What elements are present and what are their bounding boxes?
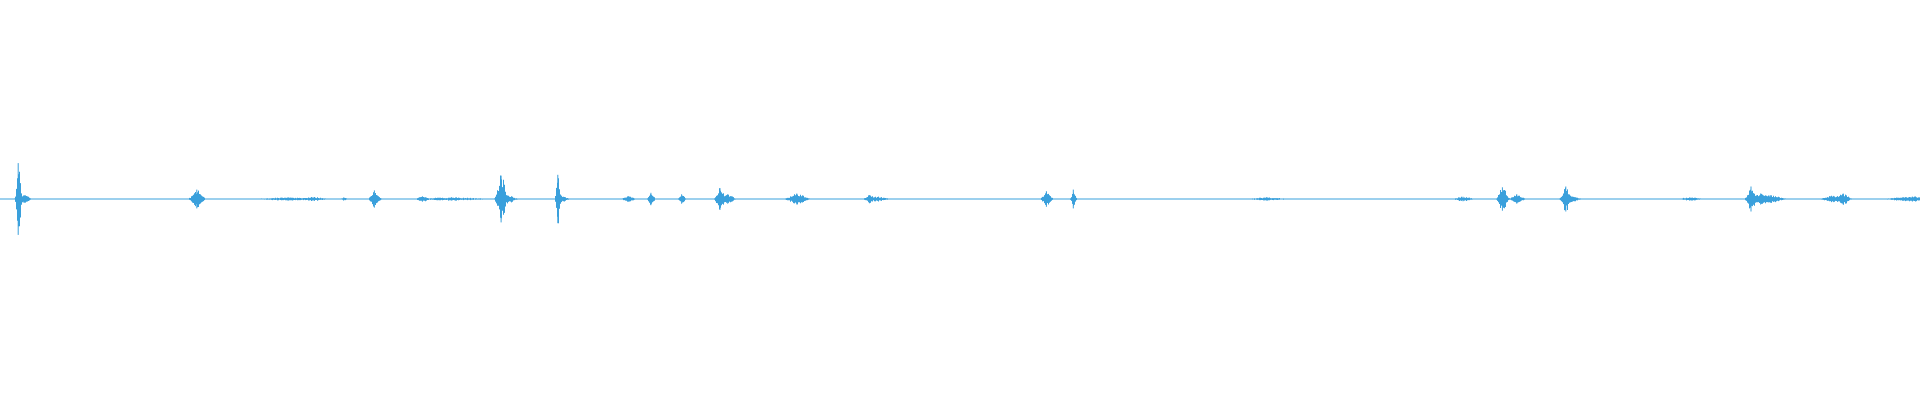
waveform-series — [0, 163, 1920, 235]
